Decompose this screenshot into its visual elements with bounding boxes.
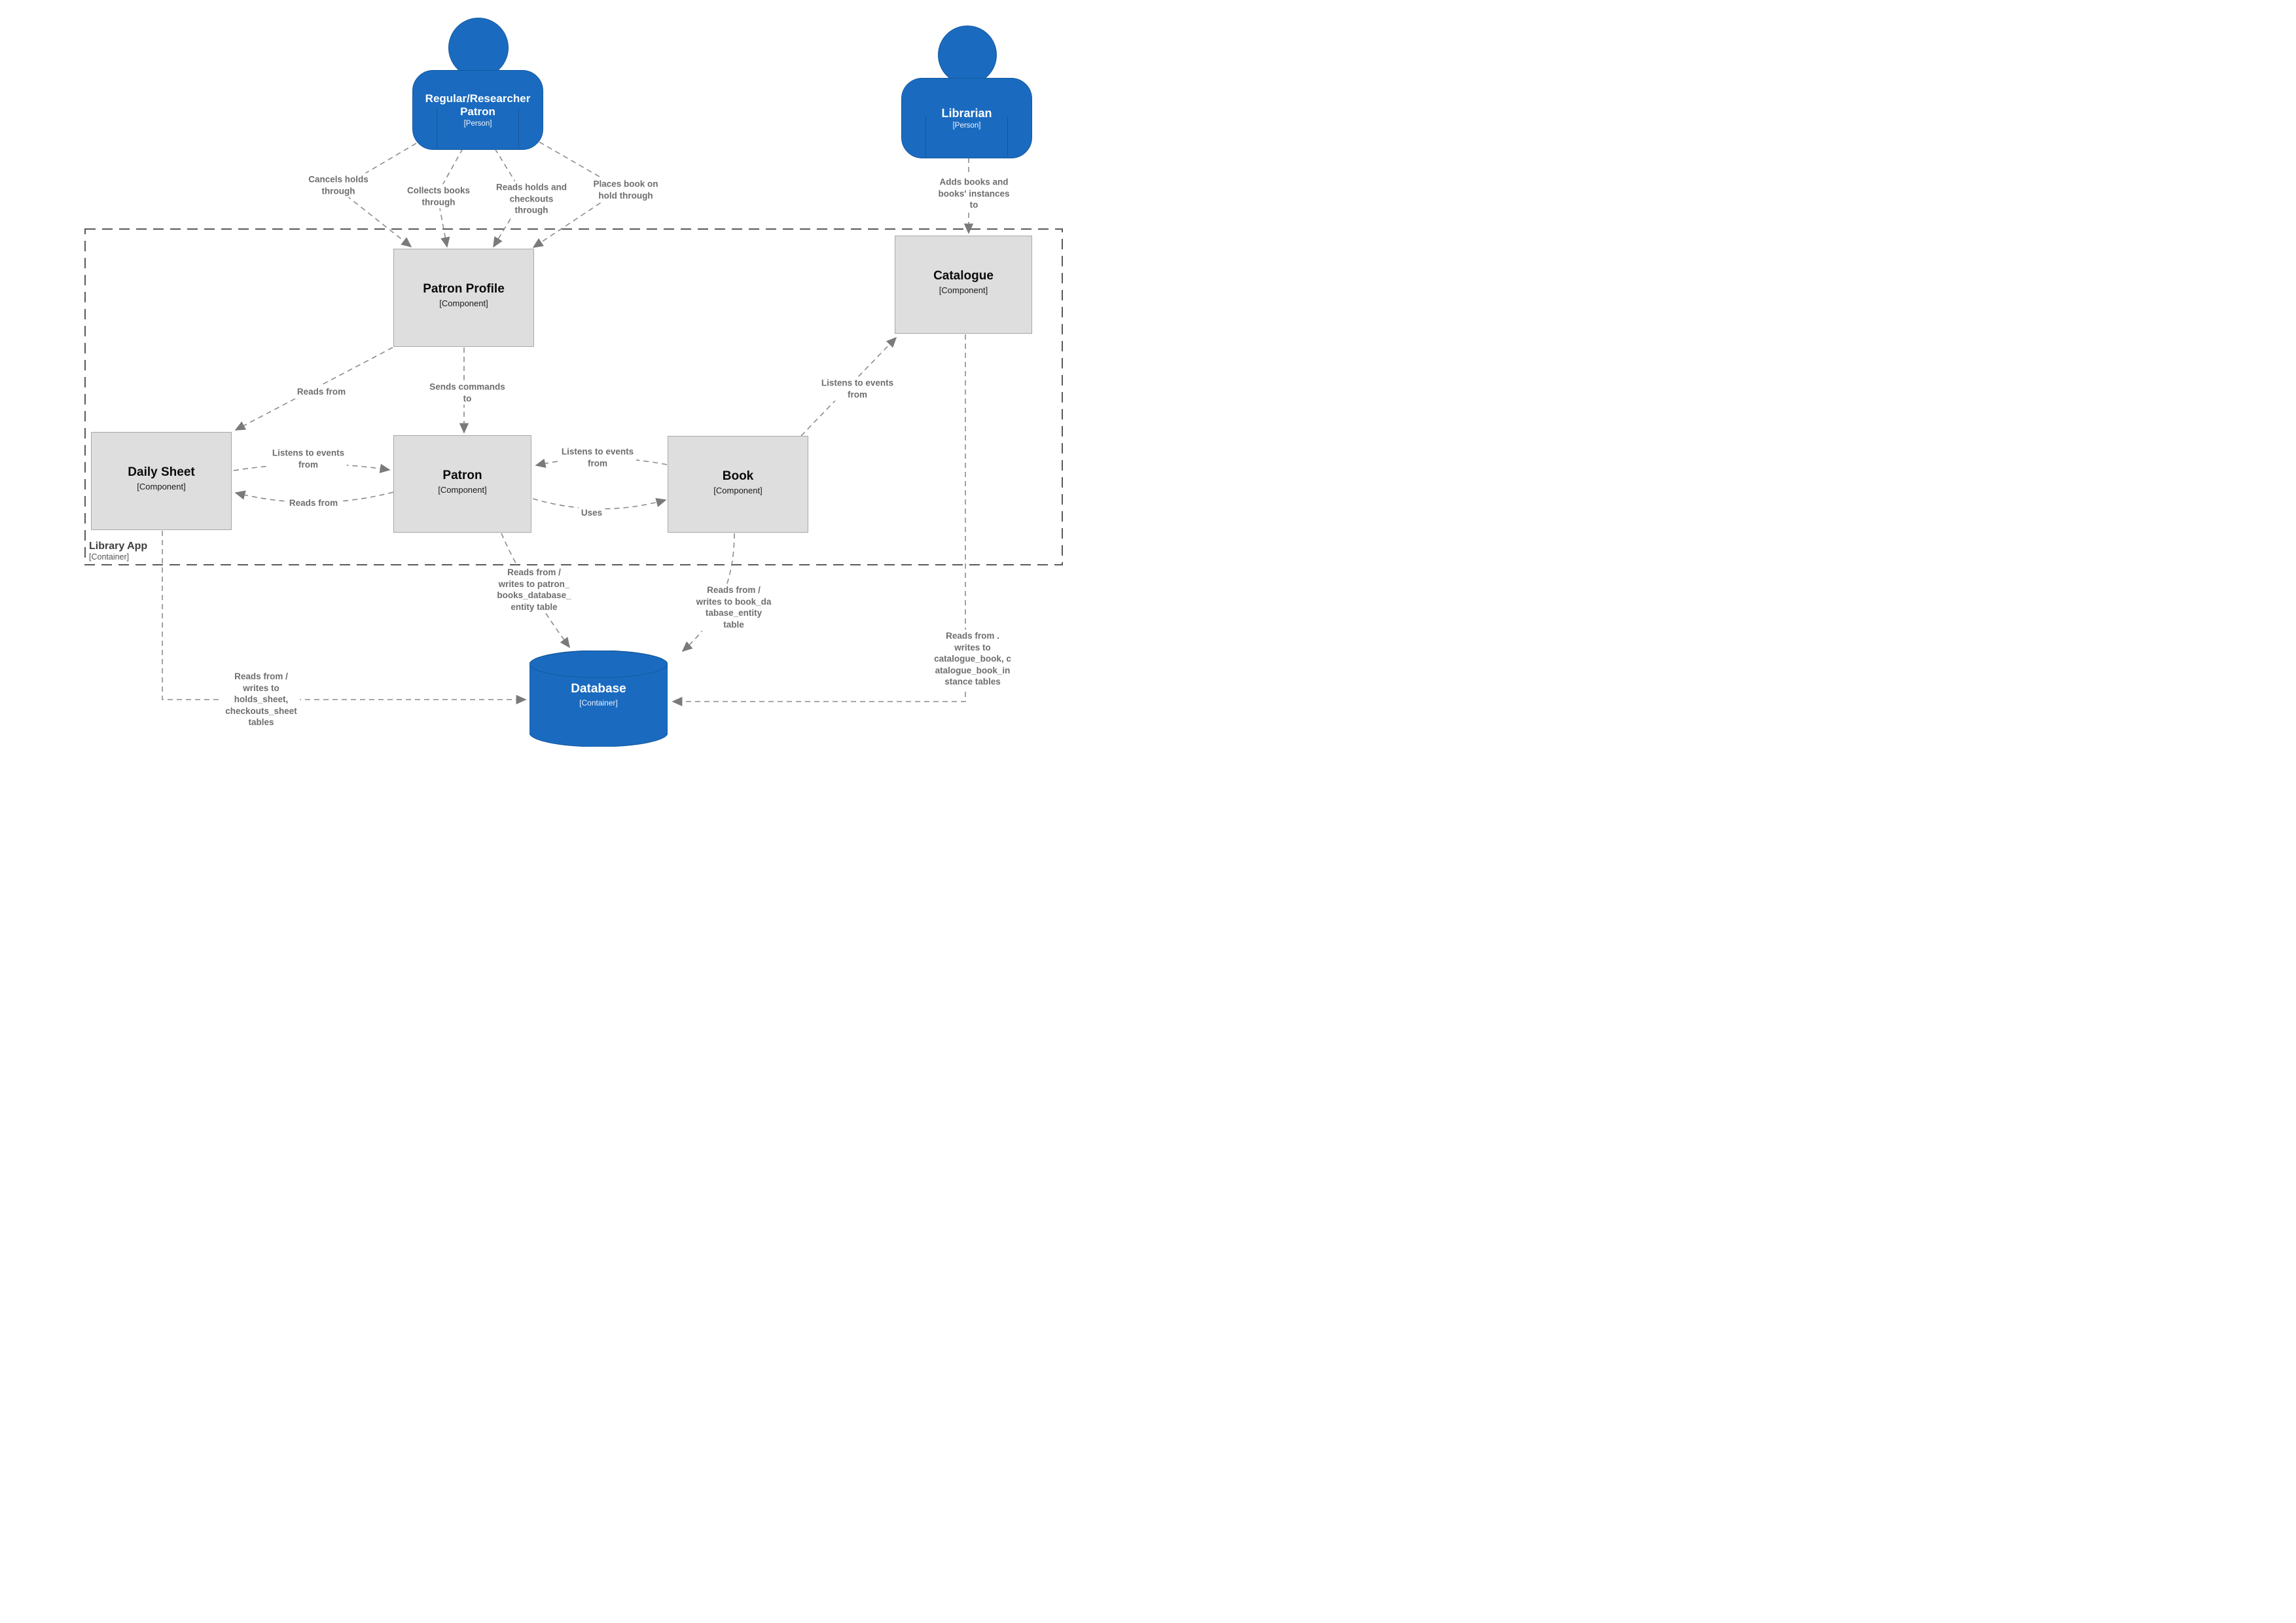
edge-cancels-holds: [337, 143, 417, 247]
edge-catalogue-database: [672, 334, 966, 707]
edge-profile-reads-from-dailysheet: [234, 347, 393, 431]
edge-label-reads-from-lower: Reads from: [286, 497, 341, 510]
database-type-label: [Container]: [579, 698, 618, 707]
database-title: Database: [571, 682, 626, 696]
component-book[interactable]: Book [Component]: [668, 436, 808, 533]
edge-patron-reads-dailysheet: [234, 490, 394, 503]
person-arm-line: [1007, 116, 1008, 156]
edges-layer: [84, 141, 1063, 707]
component-title: Patron: [442, 469, 482, 482]
person-title: Librarian: [941, 106, 992, 120]
edge-label-listens-patron: Listens to events from: [558, 445, 637, 470]
component-daily-sheet[interactable]: Daily Sheet [Component]: [91, 432, 232, 530]
person-regular-researcher-patron[interactable]: Regular/Researcher Patron [Person]: [412, 18, 543, 150]
person-type-label: [Person]: [952, 122, 981, 130]
component-patron[interactable]: Patron [Component]: [393, 435, 531, 533]
component-title: Daily Sheet: [128, 465, 195, 479]
container-database[interactable]: Database [Container]: [529, 650, 668, 747]
component-type-label: [Component]: [939, 285, 988, 295]
edge-label-collects-books: Collects books through: [404, 184, 473, 209]
person-arm-line: [925, 116, 926, 156]
edge-label-sends-commands: Sends commands to: [427, 380, 508, 405]
component-type-label: [Component]: [713, 485, 762, 495]
component-type-label: [Component]: [137, 481, 186, 491]
edge-label-adds-books: Adds books and books' instances to: [935, 175, 1013, 212]
edge-patron-database: [501, 533, 570, 649]
person-arm-line: [518, 108, 519, 148]
edge-label-cancels-holds: Cancels holds through: [306, 173, 371, 198]
edge-label-catalogue-db-tables: Reads from . writes to catalogue_book, c…: [931, 630, 1014, 688]
edge-label-dailysheet-db-tables: Reads from / writes to holds_sheet, chec…: [223, 670, 300, 729]
component-title: Patron Profile: [423, 282, 505, 296]
person-body: Librarian [Person]: [901, 78, 1032, 158]
database-cylinder-icon: [529, 650, 668, 747]
person-title: Regular/Researcher Patron: [425, 92, 531, 118]
component-title: Catalogue: [933, 269, 994, 283]
person-body: Regular/Researcher Patron [Person]: [412, 70, 543, 150]
edge-label-listens-catalogue: Listens to events from: [818, 376, 897, 401]
edge-label-patron-db-table: Reads from / writes to patron_ books_dat…: [494, 565, 574, 614]
component-type-label: [Component]: [439, 298, 488, 308]
edge-label-uses: Uses: [578, 507, 605, 520]
person-type-label: [Person]: [463, 120, 492, 128]
component-catalogue[interactable]: Catalogue [Component]: [895, 236, 1032, 334]
component-type-label: [Component]: [438, 484, 487, 495]
library-app-boundary-label: Library App [Container]: [89, 541, 147, 562]
person-head-icon: [938, 26, 997, 84]
edge-label-book-db-table: Reads from / writes to book_da tabase_en…: [693, 583, 774, 632]
person-head-icon: [448, 18, 509, 78]
component-title: Book: [722, 469, 754, 483]
edge-label-reads-from-upper: Reads from: [294, 385, 349, 399]
edge-dailysheet-database: [162, 531, 527, 705]
boundary-type-label: [Container]: [89, 552, 130, 562]
edge-label-reads-holds-checkouts: Reads holds and checkouts through: [493, 181, 570, 217]
database-label-block: Database [Container]: [529, 682, 668, 707]
edge-label-places-book-on-hold: Places book on hold through: [590, 177, 661, 202]
edge-label-listens-dailysheet: Listens to events from: [269, 446, 348, 471]
diagram-canvas: Regular/Researcher Patron [Person] Libra…: [0, 0, 1148, 812]
boundary-title: Library App: [89, 541, 148, 552]
person-librarian[interactable]: Librarian [Person]: [901, 26, 1032, 158]
component-patron-profile[interactable]: Patron Profile [Component]: [393, 249, 534, 347]
library-app-boundary: [84, 228, 1063, 565]
